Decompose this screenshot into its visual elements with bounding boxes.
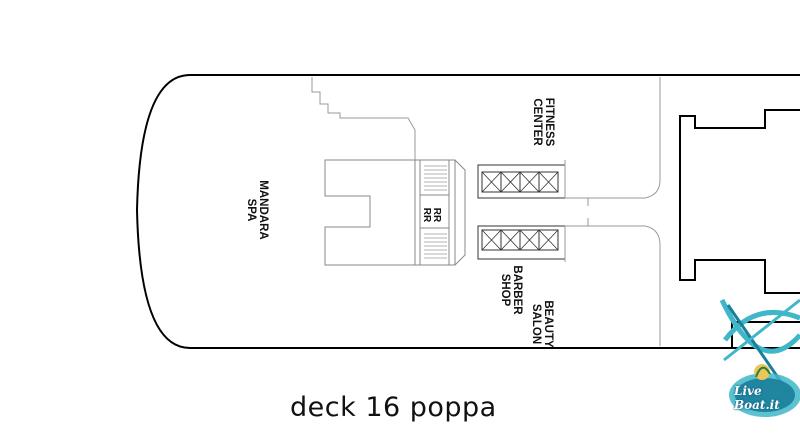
label-fitness-line1: FITNESS [543,97,555,147]
corridor-walls [564,77,661,346]
label-rr-1: RR [431,207,442,223]
spa-block [324,159,416,266]
liveboat-watermark [719,298,800,417]
label-restrooms: RR RR [421,199,442,231]
label-rr-2: RR [421,207,432,223]
label-spa-line2: SPA [245,198,257,222]
hull-outline [135,74,800,349]
label-barber-line2: SHOP [499,273,511,307]
label-barber-shop: BARBER SHOP [499,257,523,323]
label-beauty-salon: BEAUTY SALON [530,291,554,357]
deck-caption: deck 16 poppa [290,392,497,423]
label-fitness-line2: CENTER [531,98,543,146]
elevator-bank-upper [477,164,566,199]
stair-treads-top [424,165,447,191]
label-beauty-line1: BEAUTY [542,300,554,348]
watermark-text: Live Boat.it [734,384,780,412]
upper-stepped-wall [311,77,416,160]
label-beauty-line2: SALON [530,303,542,345]
aft-structure [679,109,800,294]
label-fitness-center: FITNESS CENTER [531,87,555,157]
label-barber-line1: BARBER [511,265,523,315]
elevator-bank-lower [477,225,566,260]
stair-treads-bottom [424,233,447,259]
label-mandara-spa: MANDARA SPA [245,175,269,245]
stair-core [414,159,466,266]
label-spa-line1: MANDARA [257,180,269,240]
